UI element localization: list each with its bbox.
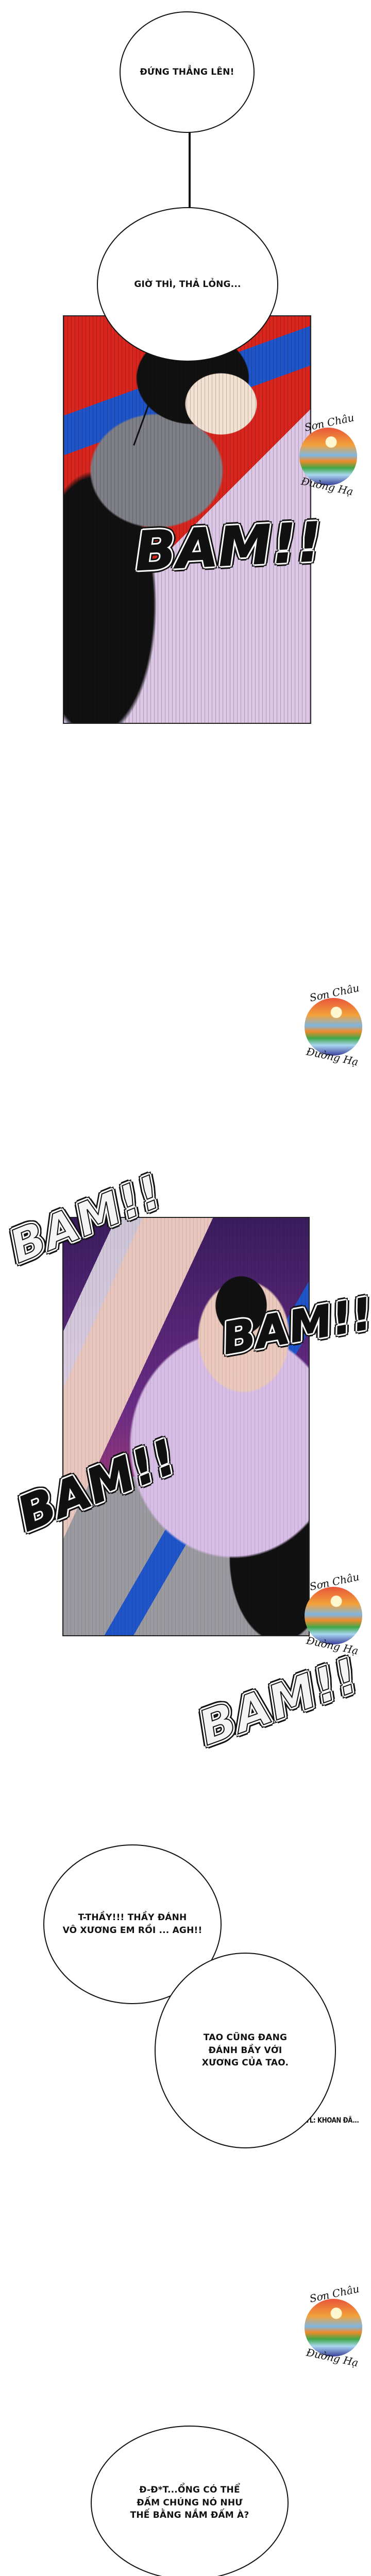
speech-bubble-stand-up: ĐỨNG THẲNG LÊN! bbox=[120, 11, 255, 133]
watermark-logo: Sơn Châu Đường Hạ bbox=[296, 1570, 368, 1657]
watermark-emblem-icon bbox=[305, 2299, 362, 2357]
watermark-logo: Sơn Châu Đường Hạ bbox=[291, 411, 363, 498]
watermark-emblem-icon bbox=[305, 998, 362, 1056]
watermark-emblem-icon bbox=[305, 1587, 362, 1645]
sfx-bam-1: BAM!! bbox=[133, 510, 324, 584]
speech-bubble-student-cry: T-THẦY!!! THẦY ĐÁNH VÔ XƯƠNG EM RỒI ... … bbox=[43, 1844, 222, 2004]
speed-lines bbox=[64, 316, 310, 723]
speech-bubble-teacher-reply: TAO CŨNG ĐANG ĐÁNH BẦY VỚI XƯƠNG CỦA TAO… bbox=[155, 1953, 336, 2148]
bubble-text: TAO CŨNG ĐANG ĐÁNH BẦY VỚI XƯƠNG CỦA TAO… bbox=[201, 2032, 289, 2069]
speed-lines bbox=[63, 1218, 309, 1635]
comic-panel-2 bbox=[62, 1217, 310, 1636]
translator-note: TL: KHOAN ĐÃ... bbox=[306, 2116, 359, 2125]
comic-panel-1 bbox=[63, 315, 311, 724]
bubble-text: GIỜ THÌ, THẢ LỎNG... bbox=[134, 279, 241, 290]
bubble-text: ĐỨNG THẲNG LÊN! bbox=[140, 66, 234, 77]
sfx-bam-5: BAM!! bbox=[191, 1647, 366, 1757]
speech-bubble-shock: Đ-Đ*T...ỔNG CÓ THỂ ĐẤM CHÚNG NÓ NHƯ THẾ … bbox=[91, 2426, 289, 2576]
watermark-logo: Sơn Châu Đường Hạ bbox=[296, 2282, 368, 2369]
watermark-logo: Sơn Châu Đường Hạ bbox=[296, 981, 368, 1068]
speech-bubble-relax: GIỜ THÌ, THẢ LỎNG... bbox=[97, 207, 278, 362]
bubble-text: Đ-Đ*T...ỔNG CÓ THỂ ĐẤM CHÚNG NÓ NHƯ THẾ … bbox=[130, 2485, 249, 2521]
watermark-emblem-icon bbox=[299, 428, 357, 485]
bubble-connector bbox=[189, 131, 191, 209]
bubble-text: T-THẦY!!! THẦY ĐÁNH VÔ XƯƠNG EM RỒI ... … bbox=[62, 1912, 203, 1936]
